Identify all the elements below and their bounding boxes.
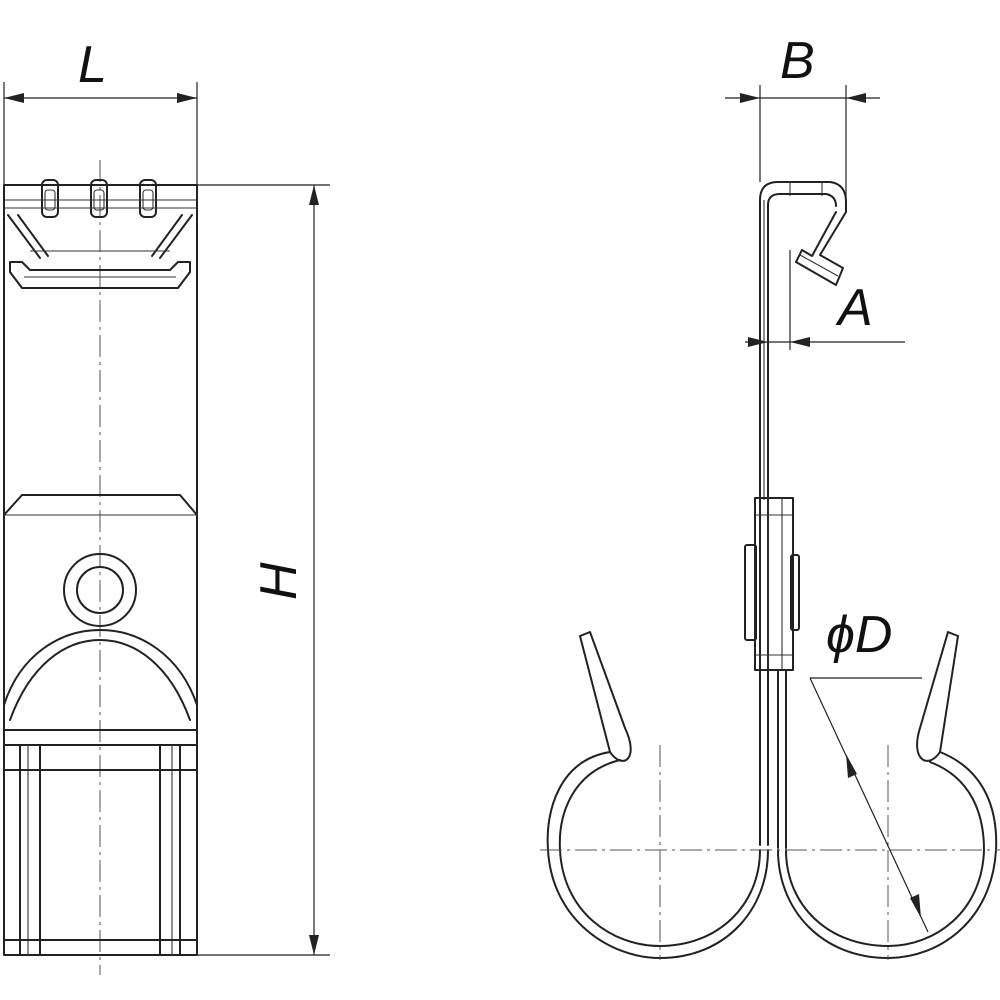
label-D: ϕD <box>826 606 892 664</box>
dimension-A <box>745 250 905 350</box>
dimension-L <box>3 82 198 185</box>
side-view <box>540 181 1000 960</box>
label-H: H <box>250 562 308 600</box>
label-A: A <box>835 279 873 337</box>
clamp-plate <box>3 494 198 516</box>
clamp-body-outline <box>3 184 198 956</box>
plate-block <box>744 497 800 671</box>
right-clamp-loop <box>777 631 998 959</box>
left-clamp-loop <box>546 631 769 959</box>
dimension-D <box>809 677 929 933</box>
dimension-B <box>725 85 880 205</box>
bolt <box>63 553 137 627</box>
front-view <box>3 160 198 975</box>
dome <box>3 629 198 731</box>
hook-bar <box>7 214 193 289</box>
strap-bands <box>3 744 198 956</box>
hook-tip <box>795 211 847 286</box>
dimension-H <box>197 184 330 956</box>
label-L: L <box>78 36 107 94</box>
label-B: B <box>780 32 815 90</box>
